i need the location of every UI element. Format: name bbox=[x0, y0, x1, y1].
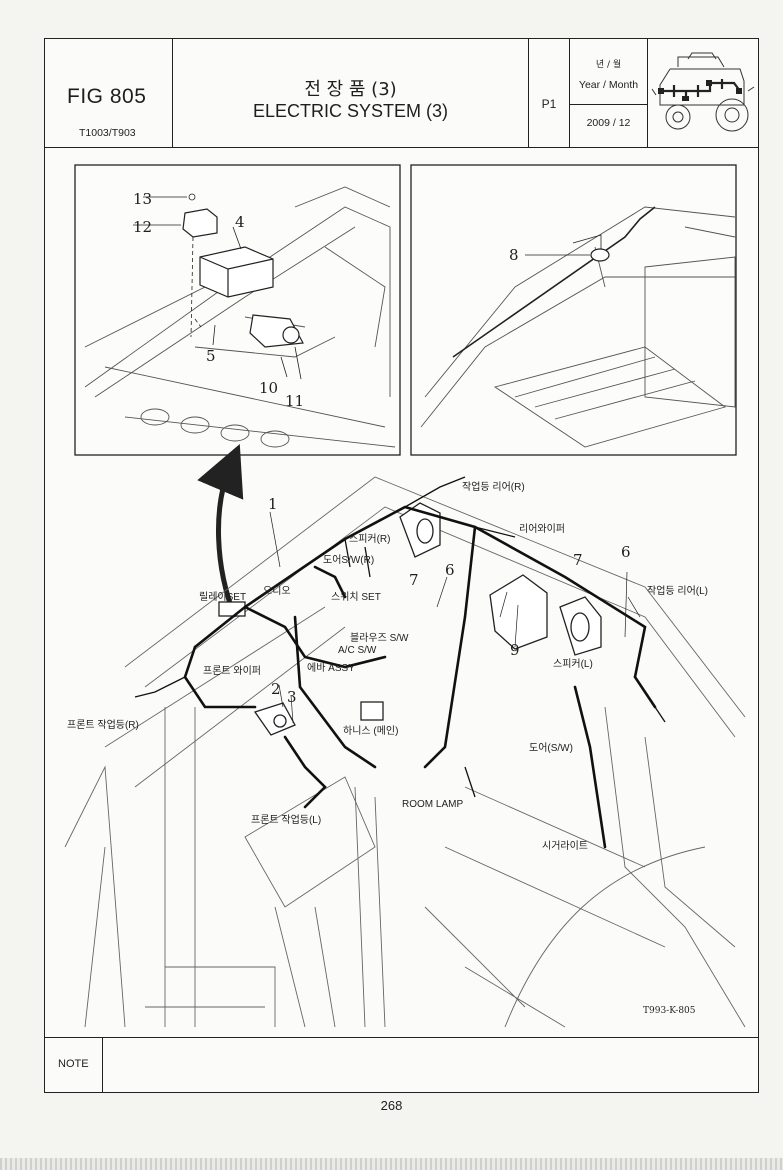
title-cell: 전 장 품 (3) ELECTRIC SYSTEM (3) bbox=[173, 39, 529, 147]
label-harness-main: 하니스 (메인) bbox=[343, 726, 399, 737]
label-work-lamp-rear-r: 작업등 리어(R) bbox=[462, 482, 525, 493]
label-cigar-lighter: 시거라이트 bbox=[542, 841, 588, 852]
wiring-harness bbox=[183, 505, 657, 849]
callout-10: 10 bbox=[259, 379, 279, 397]
page-cell: P1 bbox=[529, 39, 570, 147]
label-front-work-lamp-r: 프론트 작업등(R) bbox=[67, 720, 139, 731]
year-month-english: Year / Month bbox=[578, 79, 639, 91]
technical-drawing: 13 12 4 5 10 11 8 1 2 3 6 6 7 7 9 작업등 리어… bbox=[45, 147, 758, 1037]
label-speaker-l: 스피커(L) bbox=[553, 659, 593, 670]
drawing-code: T993-K-805 bbox=[643, 1006, 696, 1016]
label-eva-assy: 에바 ASSY bbox=[307, 663, 355, 674]
callout-13: 13 bbox=[133, 190, 153, 208]
callout-3: 3 bbox=[287, 688, 297, 706]
label-speaker-r: 스피커(R) bbox=[349, 534, 391, 545]
callout-7-left: 7 bbox=[409, 571, 419, 589]
callout-12: 12 bbox=[133, 218, 153, 236]
year-month-korean: 년 / 월 bbox=[595, 60, 622, 70]
callout-11: 11 bbox=[285, 392, 305, 410]
title-korean: 전 장 품 (3) bbox=[304, 79, 397, 100]
callout-8: 8 bbox=[509, 246, 519, 264]
figure-number: FIG 805 bbox=[67, 85, 147, 108]
year-month-cell: 년 / 월 Year / Month 2009 / 12 bbox=[570, 39, 648, 147]
cell-divider bbox=[570, 104, 647, 105]
callout-9: 9 bbox=[510, 641, 520, 659]
callout-4: 4 bbox=[235, 213, 245, 231]
label-door-sw-r: 도어S/W(R) bbox=[323, 555, 375, 566]
label-switch-set: 스위치 SET bbox=[331, 592, 381, 603]
main-harness-connector bbox=[360, 701, 384, 721]
note-row: NOTE bbox=[45, 1037, 758, 1093]
page-label: P1 bbox=[541, 97, 557, 111]
scan-edge bbox=[0, 1158, 783, 1170]
tractor-thumbnail-icon bbox=[648, 39, 758, 147]
label-front-wiper: 프론트 와이퍼 bbox=[203, 666, 261, 677]
page-number: 268 bbox=[380, 1098, 403, 1113]
note-label-cell: NOTE bbox=[45, 1038, 103, 1093]
detail-view-relay bbox=[74, 164, 401, 456]
callout-5: 5 bbox=[206, 347, 216, 365]
callout-6-left: 6 bbox=[445, 561, 455, 579]
figure-cell: FIG 805 T1003/T903 bbox=[45, 39, 173, 147]
detail-arrow bbox=[197, 443, 244, 618]
callout-6-right: 6 bbox=[621, 543, 631, 561]
label-rear-wiper: 리어와이퍼 bbox=[519, 524, 565, 535]
title-block: FIG 805 T1003/T903 전 장 품 (3) ELECTRIC SY… bbox=[45, 39, 758, 148]
label-ac-sw: A/C S/W bbox=[338, 645, 377, 656]
model-numbers: T1003/T903 bbox=[79, 127, 136, 139]
label-relay-set: 릴레이SET bbox=[199, 592, 247, 603]
detail-view-antenna bbox=[410, 164, 737, 456]
title-english: ELECTRIC SYSTEM (3) bbox=[252, 101, 449, 121]
label-work-lamp-rear-l: 작업등 리어(L) bbox=[647, 586, 708, 597]
label-front-work-lamp-l: 프론트 작업등(L) bbox=[251, 815, 322, 826]
label-room-lamp: ROOM LAMP bbox=[402, 799, 464, 810]
note-label: NOTE bbox=[58, 1058, 89, 1070]
revision-date: 2009 / 12 bbox=[586, 117, 631, 129]
drawing-sheet: FIG 805 T1003/T903 전 장 품 (3) ELECTRIC SY… bbox=[44, 38, 759, 1093]
antenna-rod bbox=[452, 206, 656, 358]
label-audio: 오디오 bbox=[263, 586, 291, 597]
callout-1: 1 bbox=[268, 495, 278, 513]
relay-cover bbox=[182, 208, 218, 238]
label-blower-sw: 블라우즈 S/W bbox=[350, 633, 409, 644]
label-door-sw: 도어(S/W) bbox=[529, 743, 573, 754]
callout-2: 2 bbox=[271, 680, 281, 698]
callout-7-right: 7 bbox=[573, 551, 583, 569]
dome-lamp bbox=[489, 574, 548, 650]
